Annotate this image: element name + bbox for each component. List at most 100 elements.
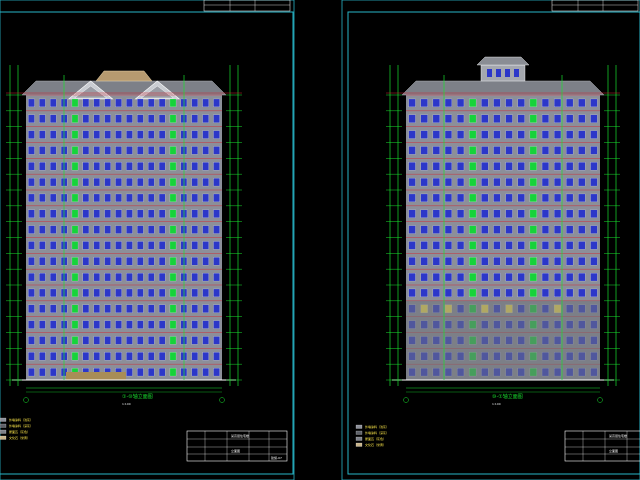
window — [148, 273, 155, 282]
front-facade — [12, 70, 236, 381]
window — [493, 209, 501, 218]
window — [457, 114, 465, 123]
window — [554, 130, 562, 139]
window — [191, 225, 198, 234]
window — [432, 288, 440, 298]
window — [578, 288, 586, 298]
sheet-border-right — [347, 11, 640, 475]
window — [420, 114, 428, 123]
window — [408, 225, 416, 234]
window — [115, 257, 122, 266]
window — [104, 241, 111, 250]
window — [28, 368, 35, 377]
window — [432, 162, 440, 171]
window — [71, 273, 79, 282]
window — [541, 130, 549, 139]
window — [469, 273, 477, 282]
window — [408, 146, 416, 155]
window — [191, 193, 198, 202]
window — [541, 257, 549, 266]
window — [28, 352, 35, 361]
window — [158, 162, 166, 171]
window — [529, 273, 537, 282]
window — [420, 209, 428, 218]
window — [213, 146, 220, 155]
window — [158, 193, 166, 202]
rear-scale-note: 1:100 — [492, 402, 501, 406]
window — [444, 225, 452, 234]
window — [104, 193, 111, 202]
window — [202, 162, 209, 171]
window — [158, 336, 166, 345]
window — [444, 193, 452, 202]
window — [554, 114, 562, 123]
window — [158, 257, 166, 266]
window — [71, 257, 79, 266]
window — [71, 288, 79, 298]
window — [554, 209, 562, 218]
window — [202, 273, 209, 282]
window — [82, 273, 90, 282]
front-scale-note: 1:100 — [122, 402, 131, 406]
window — [104, 114, 111, 123]
window — [126, 273, 133, 282]
window — [493, 273, 501, 282]
window — [104, 130, 111, 139]
window — [104, 98, 111, 108]
window — [169, 162, 177, 171]
window — [50, 193, 57, 202]
window — [115, 288, 122, 298]
window — [517, 241, 525, 250]
window — [517, 257, 525, 266]
window — [444, 114, 452, 123]
window — [93, 98, 100, 108]
window — [126, 257, 133, 266]
window — [50, 225, 57, 234]
window — [93, 225, 100, 234]
window — [529, 162, 537, 171]
window — [541, 114, 549, 123]
window — [469, 225, 477, 234]
window — [529, 98, 537, 108]
window — [93, 273, 100, 282]
window — [590, 130, 598, 139]
window — [457, 225, 465, 234]
window — [202, 288, 209, 298]
window — [213, 209, 220, 218]
window — [28, 225, 35, 234]
window — [493, 162, 501, 171]
window — [578, 225, 586, 234]
window — [590, 209, 598, 218]
window — [169, 288, 177, 298]
window — [82, 98, 90, 108]
legend-swatch — [355, 436, 363, 441]
window — [28, 257, 35, 266]
window — [213, 336, 220, 345]
window — [481, 178, 489, 187]
window — [158, 241, 166, 250]
window — [481, 162, 489, 171]
window — [126, 352, 133, 361]
window — [93, 209, 100, 218]
window — [432, 273, 440, 282]
window — [82, 130, 90, 139]
window — [420, 178, 428, 187]
window — [39, 193, 46, 202]
window — [202, 257, 209, 266]
window — [493, 193, 501, 202]
window — [39, 225, 46, 234]
window — [432, 98, 440, 108]
window — [50, 241, 57, 250]
window — [137, 225, 144, 234]
window — [493, 178, 501, 187]
window — [50, 320, 57, 329]
window — [39, 178, 46, 187]
window — [71, 162, 79, 171]
window — [104, 178, 111, 187]
window — [578, 178, 586, 187]
legend-swatch — [0, 423, 7, 428]
window — [39, 130, 46, 139]
window — [104, 146, 111, 155]
window — [517, 225, 525, 234]
window — [148, 336, 155, 345]
